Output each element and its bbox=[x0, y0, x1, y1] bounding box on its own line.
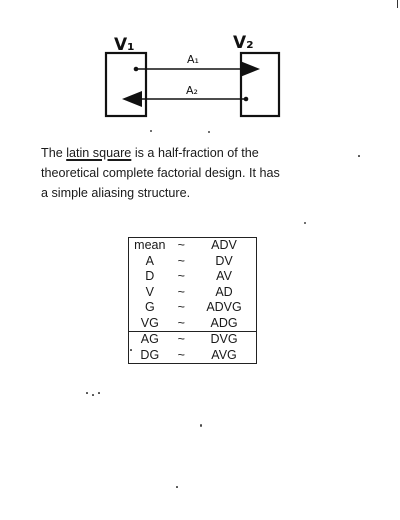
word: half-fraction bbox=[157, 146, 224, 160]
effect-cell: A bbox=[145, 253, 154, 268]
alias-symbol: ~ bbox=[177, 315, 185, 330]
paragraph-line-3: a simple aliasing structure. bbox=[41, 186, 191, 200]
table-row: mean ~ ADV bbox=[129, 238, 257, 254]
edge-mark bbox=[396, 0, 398, 8]
paragraph-line-1: The latin square is a half-fraction of t… bbox=[41, 143, 361, 163]
alias-cell: AD bbox=[215, 284, 233, 299]
effect-cell: VG bbox=[140, 315, 159, 330]
paragraph-line-2: theoretical complete factorial design. I… bbox=[41, 163, 361, 183]
alias-cell: AV bbox=[216, 269, 232, 283]
aliasing-table: mean ~ ADV A ~ DV D ~ AV V ~ AD G ~ bbox=[128, 237, 257, 364]
word: is bbox=[134, 146, 144, 160]
scan-speck bbox=[304, 222, 306, 224]
effect-cell: V bbox=[145, 284, 154, 299]
word: It bbox=[248, 166, 256, 180]
table-row: V ~ AD bbox=[129, 285, 257, 301]
arrow-top-head-icon bbox=[240, 61, 260, 77]
table-row: VG ~ ADG bbox=[129, 316, 257, 332]
alias-cell: ADG bbox=[210, 315, 238, 330]
latin-square-diagram: V₁ V₂ A₁ A₂ bbox=[104, 33, 281, 118]
table-row: G ~ ADVG bbox=[129, 300, 257, 316]
scan-speck bbox=[176, 486, 178, 488]
alias-symbol: ~ bbox=[177, 253, 185, 268]
effect-cell: D bbox=[145, 269, 155, 283]
word: factorial bbox=[157, 166, 202, 180]
effect-cell: DG bbox=[140, 347, 160, 362]
table-row: A ~ DV bbox=[129, 254, 257, 270]
table-row: DG ~ AVG bbox=[129, 348, 257, 364]
word: the bbox=[241, 146, 259, 160]
alias-cell: DV bbox=[215, 253, 233, 268]
scan-speck bbox=[150, 130, 152, 132]
scan-speck bbox=[98, 392, 100, 394]
arrow-bottom-start-dot bbox=[243, 96, 249, 102]
table-row: D ~ AV bbox=[129, 269, 257, 285]
effect-cell: mean bbox=[134, 238, 166, 252]
scan-speck bbox=[208, 131, 210, 133]
word: has bbox=[259, 166, 280, 180]
arrow-bottom-head-icon bbox=[122, 91, 142, 107]
node-box-v1 bbox=[104, 51, 148, 118]
word: The bbox=[41, 146, 63, 160]
word: design. bbox=[204, 166, 246, 180]
word: of bbox=[227, 146, 238, 160]
effect-cell: AG bbox=[128, 331, 171, 348]
table-row: AG ~ DVG bbox=[128, 331, 257, 348]
node-box-v2 bbox=[239, 51, 281, 118]
alias-symbol: ~ bbox=[170, 331, 193, 348]
arrow-top-start-dot bbox=[133, 66, 139, 72]
alias-symbol: ~ bbox=[177, 300, 185, 314]
scan-speck bbox=[358, 155, 360, 157]
alias-symbol: ~ bbox=[177, 347, 185, 362]
effect-cell: G bbox=[144, 300, 155, 314]
alias-cell: DVG bbox=[192, 331, 257, 348]
word: theoretical bbox=[41, 166, 100, 180]
alias-cell: ADV bbox=[211, 238, 237, 252]
alias-cell: AVG bbox=[211, 347, 237, 362]
alias-symbol: ~ bbox=[177, 269, 185, 283]
scan-speck bbox=[130, 349, 132, 351]
scan-speck bbox=[92, 394, 94, 396]
description-paragraph: The latin square is a half-fraction of t… bbox=[41, 143, 361, 203]
arrow-top-label: A₁ bbox=[187, 53, 199, 66]
alias-symbol: ~ bbox=[177, 284, 185, 299]
word: complete bbox=[102, 166, 154, 180]
alias-cell: ADVG bbox=[206, 300, 242, 314]
scan-speck bbox=[86, 392, 88, 394]
node-label-v1: V₁ bbox=[114, 35, 135, 55]
term-latin-square: latin square bbox=[66, 146, 132, 160]
alias-symbol: ~ bbox=[177, 238, 185, 252]
node-label-v2: V₂ bbox=[233, 33, 254, 53]
arrow-bottom-label: A₂ bbox=[186, 84, 198, 97]
scan-speck bbox=[200, 424, 202, 427]
word: a bbox=[147, 146, 155, 160]
